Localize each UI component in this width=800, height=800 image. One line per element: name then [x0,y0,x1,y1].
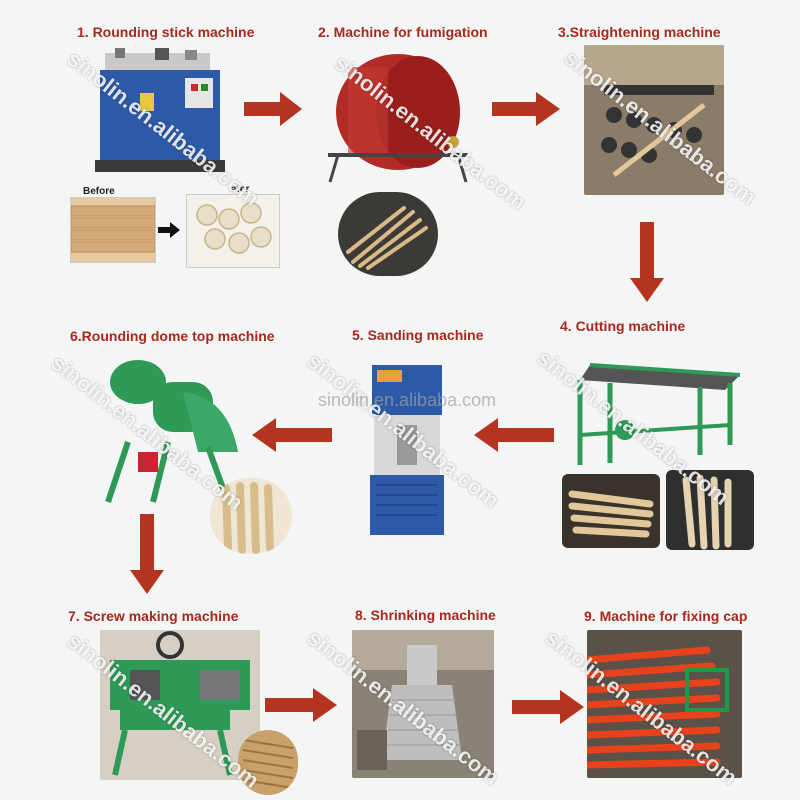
flow-arrow-7-8-icon [265,688,337,722]
cut-sticks-image-1 [562,474,660,548]
square-sticks-before-image [70,197,156,263]
cutting-machine-image [550,345,750,470]
flow-arrow-8-9-icon [512,690,584,724]
flow-arrow-3-4-icon [630,222,664,302]
step-3-title: 3.Straightening machine [558,24,721,40]
screw-sticks-image [238,730,298,795]
step-4-title: 4. Cutting machine [560,318,686,334]
sanding-machine-image [362,355,452,540]
rounding-stick-machine-image [95,48,235,183]
rounding-dome-top-machine-image [98,352,248,507]
cut-sticks-image-2 [666,470,754,550]
step-1-title: 1. Rounding stick machine [77,24,255,40]
after-label: afer [231,184,250,195]
straightening-machine-image [584,45,724,195]
flow-arrow-5-6-icon [252,418,332,452]
fumigated-sticks-image [338,192,438,276]
fumigation-machine-image [318,47,478,197]
step-5-title: 5. Sanding machine [352,327,484,343]
step-8-title: 8. Shrinking machine [355,607,496,623]
cap-fixing-machine-image [587,630,742,778]
flow-arrow-4-5-icon [474,418,554,452]
screw-making-machine-image [100,630,260,780]
before-label: Before [83,186,115,197]
step-2-title: 2. Machine for fumigation [318,24,488,40]
flow-arrow-1-2-icon [244,92,302,126]
flow-arrow-2-3-icon [492,92,560,126]
before-after-arrow-icon [158,222,180,238]
step-9-title: 9. Machine for fixing cap [584,608,748,624]
flow-arrow-6-7-icon [130,514,164,594]
step-7-title: 7. Screw making machine [68,608,239,624]
shrinking-machine-image [352,630,494,778]
dome-top-sticks-image [210,478,292,554]
round-sticks-after-image [186,194,280,268]
step-6-title: 6.Rounding dome top machine [70,328,275,344]
